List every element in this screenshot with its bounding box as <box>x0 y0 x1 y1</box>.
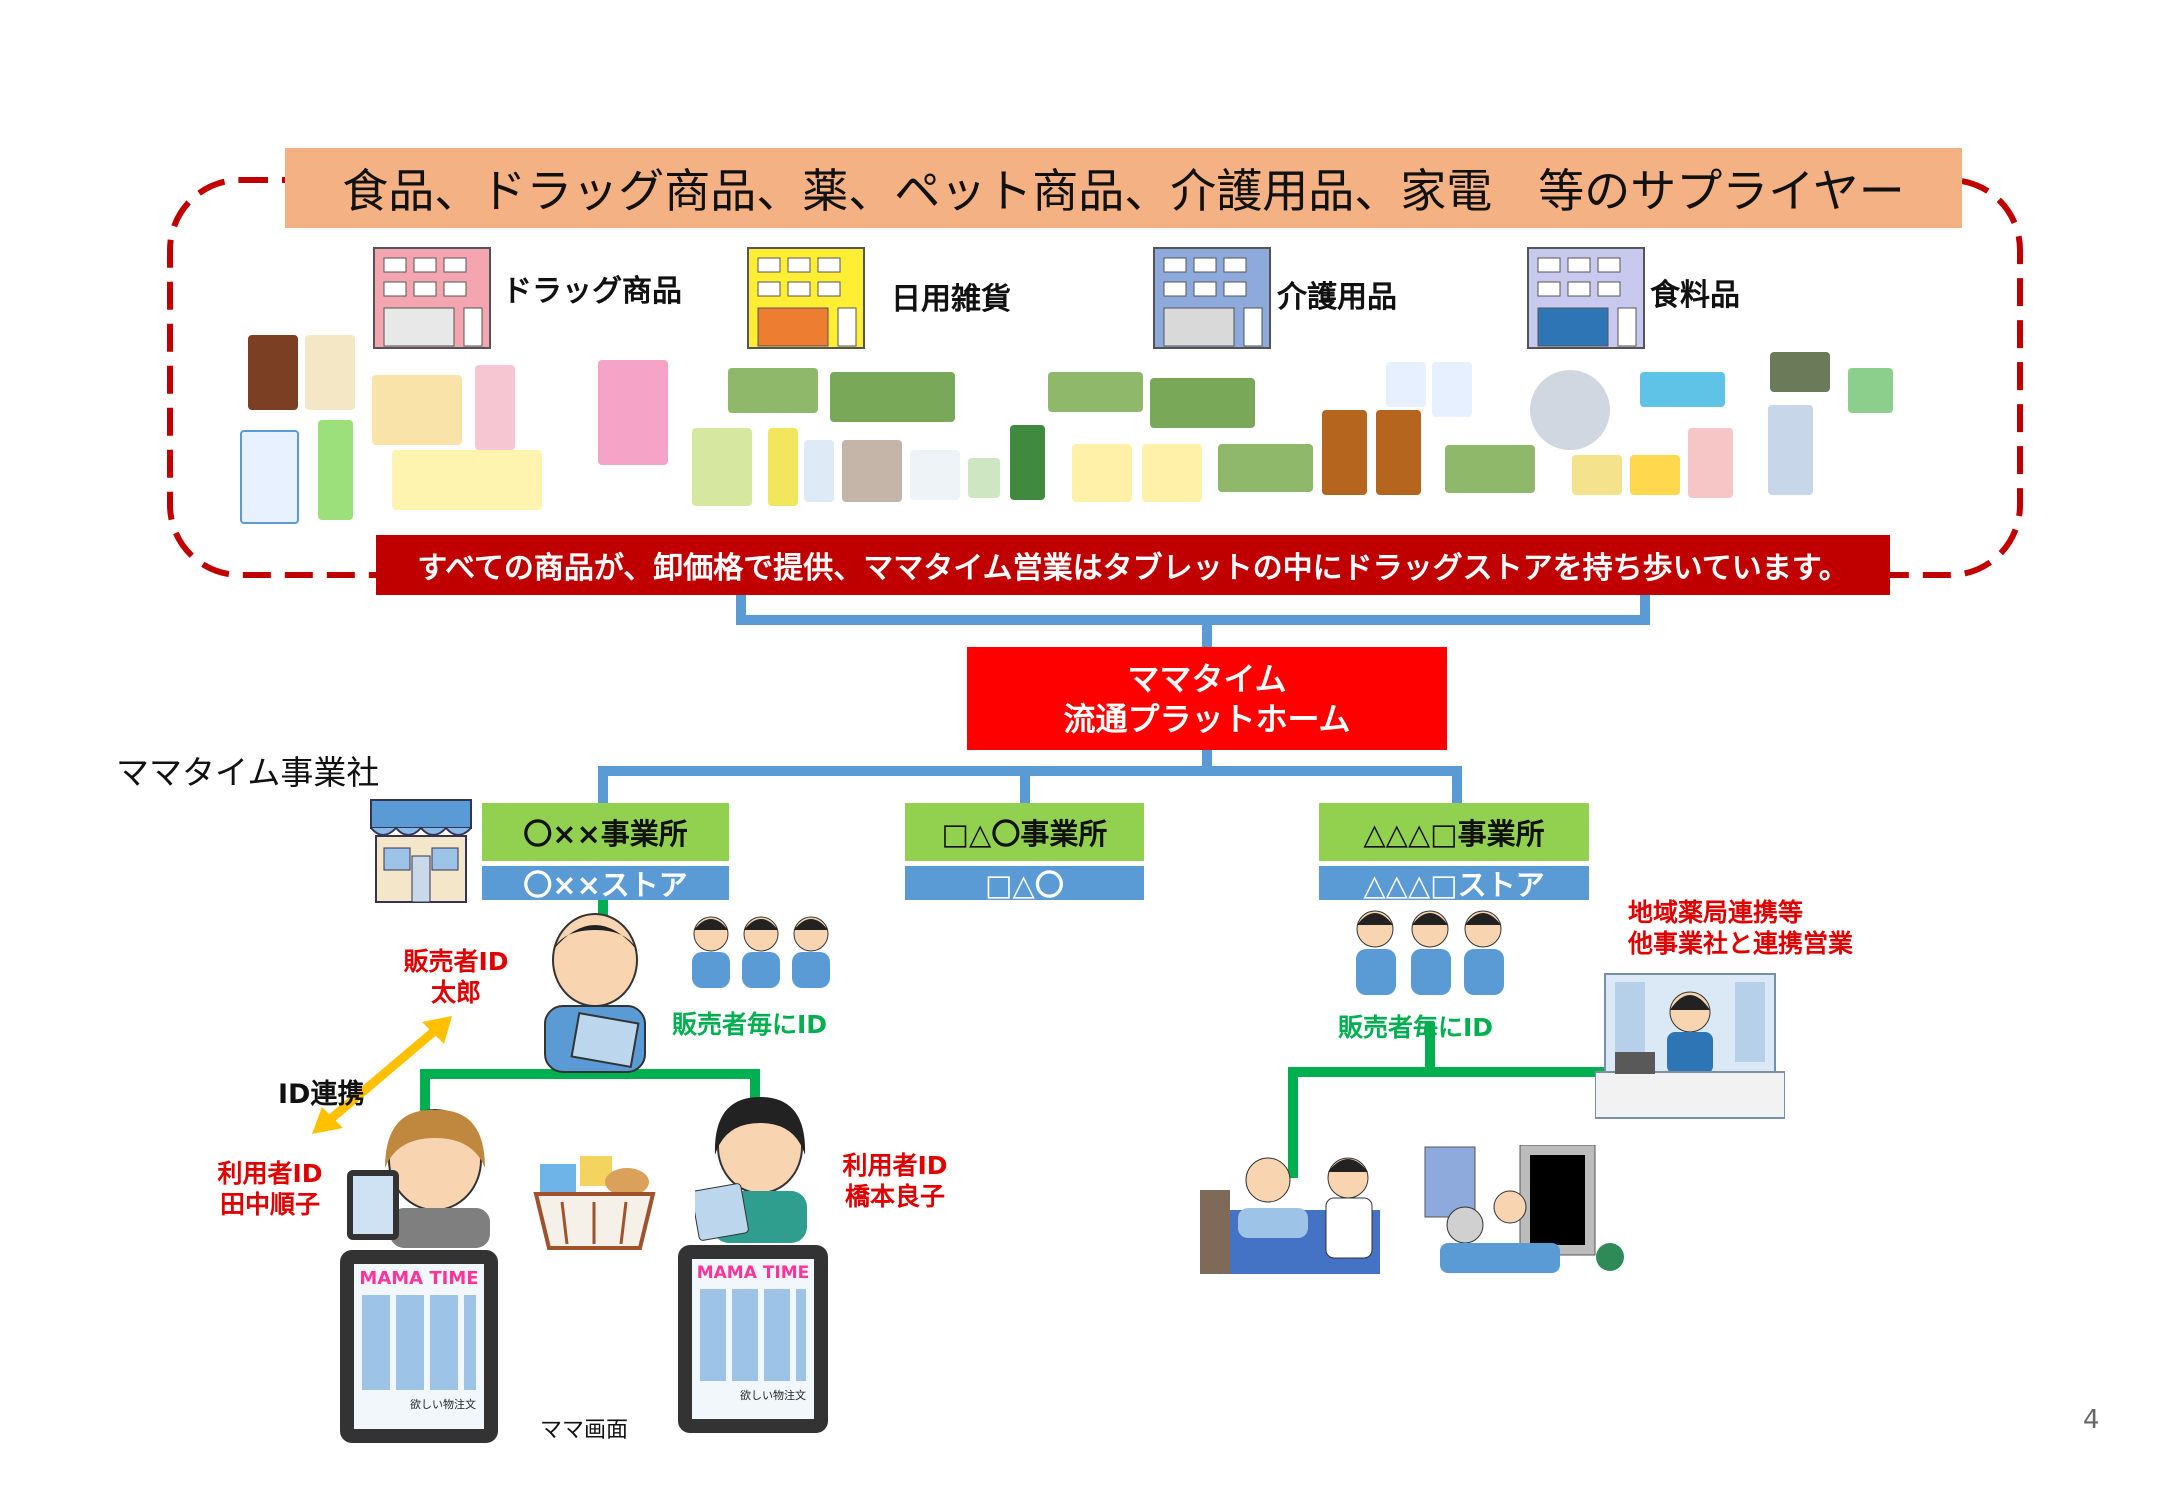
seller-group-icon <box>686 912 836 996</box>
seller-id-label: 販売者ID 太郎 <box>396 946 516 1009</box>
tablet-left-order-button[interactable]: 欲しい物注文 <box>354 1396 476 1412</box>
office-1-name: 〇××事業所 <box>482 803 729 861</box>
office-1-store: 〇××ストア <box>482 866 729 900</box>
sellers-icon <box>686 912 836 992</box>
user1-name-text: 田中順子 <box>205 1189 335 1220</box>
user2-person-icon <box>695 1095 815 1245</box>
office-3-name: △△△□事業所 <box>1319 803 1589 861</box>
user1-person-icon <box>345 1108 505 1248</box>
store-icon <box>366 798 476 904</box>
office-2-name: □△〇事業所 <box>905 803 1144 861</box>
tablet-left-screen: MAMA TIME 欲しい物注文 <box>354 1264 484 1429</box>
mama-screen-label: ママ画面 <box>540 1412 628 1444</box>
user1-id-label: 利用者ID 田中順子 <box>205 1158 335 1221</box>
office-3-store: △△△□ストア <box>1319 866 1589 900</box>
tablet-right-grid <box>700 1289 806 1381</box>
partner-line1: 地域薬局連携等 <box>1628 897 1853 928</box>
user2-id-label: 利用者ID 橋本良子 <box>830 1150 960 1213</box>
tablet-right-screen: MAMA TIME 欲しい物注文 <box>692 1259 814 1419</box>
seller-id-text: 販売者ID <box>396 946 516 977</box>
user2-id-text: 利用者ID <box>830 1150 960 1181</box>
user2-name-text: 橋本良子 <box>830 1181 960 1212</box>
page-number: 4 <box>2083 1405 2100 1435</box>
platform-line1: ママタイム <box>1127 659 1286 699</box>
sellers-icon <box>1350 905 1510 1000</box>
tablet-right-title: MAMA TIME <box>692 1263 814 1283</box>
office-2-store: □△〇 <box>905 866 1144 900</box>
left-per-seller-label: 販売者毎にID <box>672 1005 827 1041</box>
pharmacy-counter-icon <box>1595 972 1785 1122</box>
office-2: □△〇事業所 □△〇 <box>905 803 1144 900</box>
tablet-left: MAMA TIME 欲しい物注文 <box>340 1250 498 1443</box>
seller-name-text: 太郎 <box>396 977 516 1008</box>
id-link-label: ID連携 <box>278 1072 364 1111</box>
company-label: ママタイム事業社 <box>116 746 379 794</box>
right-per-seller-label: 販売者毎にID <box>1338 1008 1493 1044</box>
care-facility-icon <box>1420 1145 1625 1275</box>
tablet-left-title: MAMA TIME <box>354 1268 484 1289</box>
banner-to-platform-connector <box>741 595 1645 620</box>
user1-id-text: 利用者ID <box>205 1158 335 1189</box>
office-1: 〇××事業所 〇××ストア <box>482 803 729 900</box>
tablet-right: MAMA TIME 欲しい物注文 <box>678 1245 828 1433</box>
seller-person-icon <box>525 910 665 1075</box>
partner-line2: 他事業社と連携営業 <box>1628 928 1853 959</box>
home-care-icon <box>1198 1150 1388 1275</box>
platform-line2: 流通プラットホーム <box>1063 699 1350 739</box>
shopping-basket-icon <box>532 1152 657 1252</box>
platform-box: ママタイム 流通プラットホーム <box>967 647 1447 750</box>
partner-label: 地域薬局連携等 他事業社と連携営業 <box>1628 897 1853 960</box>
tablet-left-grid <box>362 1295 476 1390</box>
tablet-right-order-button[interactable]: 欲しい物注文 <box>692 1387 806 1403</box>
office-3: △△△□事業所 △△△□ストア <box>1319 803 1589 900</box>
